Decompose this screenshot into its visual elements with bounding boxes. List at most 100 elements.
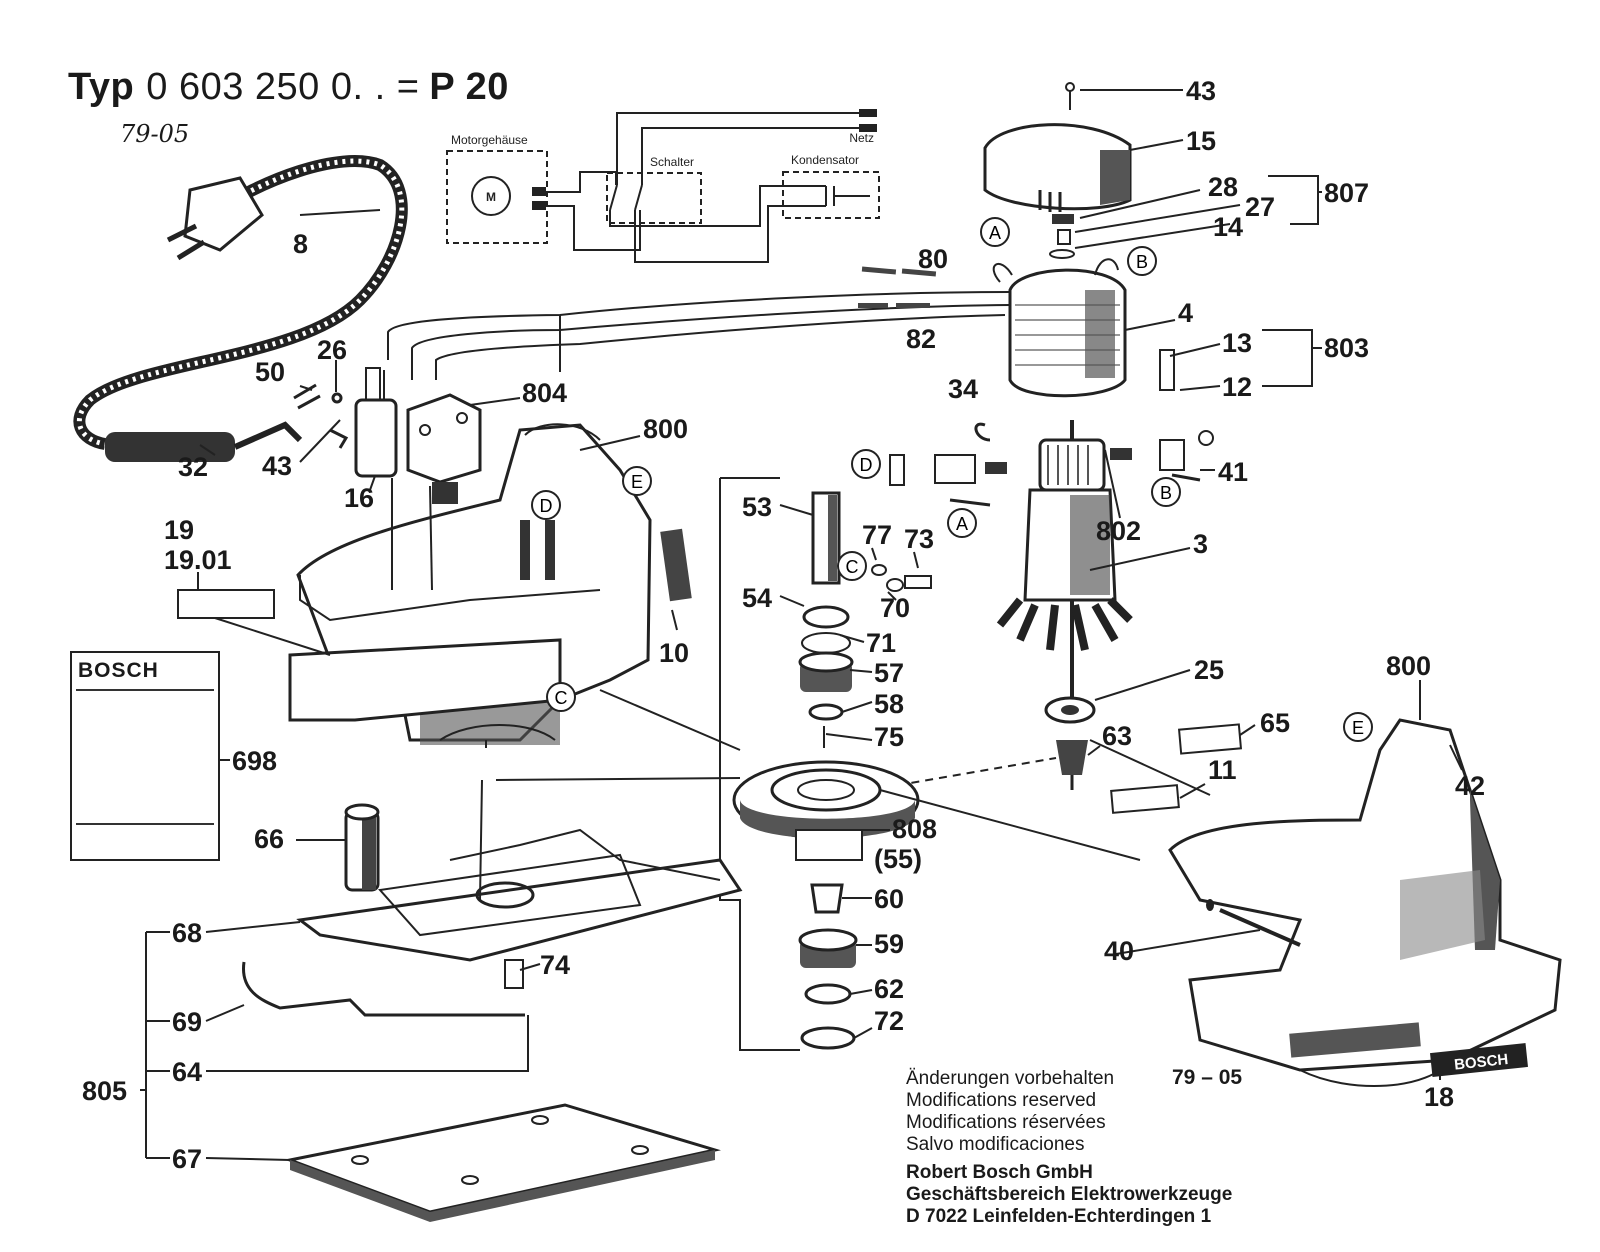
part-54: 54: [742, 583, 772, 613]
svg-text:E: E: [1352, 718, 1364, 738]
part-804: 804: [522, 378, 567, 408]
switch-box: [606, 172, 702, 224]
brush-parts: [1049, 214, 1075, 259]
part-65-block: [1177, 723, 1243, 755]
notice-french: Modifications réservées: [906, 1112, 1106, 1133]
part-43-left: 43: [262, 451, 292, 481]
bushing-66: [344, 803, 380, 892]
part-13: 13: [1222, 328, 1252, 358]
field-winding: [992, 258, 1127, 398]
part-70: 70: [880, 593, 910, 623]
marker-e-right: E: [1343, 712, 1373, 742]
company-address: D 7022 Leinfelden-Echterdingen 1: [906, 1206, 1212, 1227]
part-10: 10: [659, 638, 689, 668]
company-name: Robert Bosch GmbH: [906, 1162, 1093, 1183]
capacitor-label: Kondensator: [791, 153, 859, 167]
footer-date: 79 – 05: [1172, 1066, 1243, 1089]
motor-symbol: [471, 176, 511, 216]
handwritten-date: 79-05: [120, 120, 190, 148]
marker-d-right: D: [851, 449, 881, 479]
part-3: 3: [1193, 529, 1208, 559]
part-28: 28: [1208, 172, 1238, 202]
bearing-25: [1044, 696, 1096, 724]
part-58: 58: [874, 689, 904, 719]
brush-holder-left: [889, 422, 1007, 507]
part-72: 72: [874, 1006, 904, 1036]
company-division: Geschäftsbereich Elektrowerkzeuge: [906, 1184, 1233, 1205]
part-19-01: 19.01: [164, 545, 232, 575]
part-4: 4: [1178, 298, 1193, 328]
svg-text:A: A: [989, 223, 1001, 243]
model-name: P 20: [429, 66, 509, 108]
part-66: 66: [254, 824, 284, 854]
part-53: 53: [742, 492, 772, 522]
wiring-schematic: [446, 109, 880, 263]
power-cable: [73, 155, 408, 462]
sanding-pad: [284, 1103, 721, 1222]
part-8: 8: [293, 229, 308, 259]
part-43-top: 43: [1186, 76, 1216, 106]
part-41: 41: [1218, 457, 1248, 487]
brush-holder-right: [1110, 349, 1214, 482]
motor-housing-left: [288, 423, 652, 745]
manual-rule-bottom: [76, 823, 214, 825]
base-plate: [242, 828, 743, 1017]
part-25: 25: [1194, 655, 1224, 685]
part-19: 19: [164, 515, 194, 545]
fan-housing: [983, 82, 1132, 212]
part-69: 69: [172, 1007, 202, 1037]
part-805: 805: [82, 1076, 127, 1106]
part-803: 803: [1324, 333, 1369, 363]
part-59: 59: [874, 929, 904, 959]
notice-german: Änderungen vorbehalten: [906, 1068, 1115, 1089]
screw-77-73: [871, 564, 932, 592]
motor-housing-label: Motorgehäuse: [451, 133, 528, 147]
part-80: 80: [918, 244, 948, 274]
part-12: 12: [1222, 372, 1252, 402]
lead-sleeves: [858, 266, 937, 308]
capacitor-box: [782, 171, 880, 219]
cable-clamp: [293, 383, 349, 449]
part-34: 34: [948, 374, 978, 404]
part-67: 67: [172, 1144, 202, 1174]
manual-rule-top: [76, 689, 214, 691]
part-27: 27: [1245, 192, 1275, 222]
marker-c-left: C: [546, 682, 576, 712]
switch-label: Schalter: [650, 155, 694, 169]
part-number-labels: 43 15 28 27 807 14 80 82 4 13 803 12 34 …: [82, 76, 1485, 1174]
part-10-plate: [660, 528, 692, 602]
capacitor: [354, 367, 398, 478]
part-60: 60: [874, 884, 904, 914]
notice-spanish: Salvo modificaciones: [906, 1134, 1085, 1155]
marker-a-top: A: [980, 217, 1010, 247]
part-75: 75: [874, 722, 904, 752]
part-16: 16: [344, 483, 374, 513]
mains-label: Netz: [849, 131, 874, 145]
label-strip: [177, 589, 275, 619]
part-42: 42: [1455, 771, 1485, 801]
marker-d-left: D: [531, 490, 561, 520]
part-32: 32: [178, 452, 208, 482]
svg-text:C: C: [846, 557, 859, 577]
svg-text:C: C: [555, 688, 568, 708]
part-26: 26: [317, 335, 347, 365]
gear-stack-bracket: [719, 477, 800, 1051]
marker-b-top: B: [1127, 246, 1157, 276]
part-68: 68: [172, 918, 202, 948]
motor-letter: M: [486, 190, 496, 204]
gear-stack: [732, 491, 920, 1050]
svg-text:A: A: [956, 514, 968, 534]
part-800-left: 800: [643, 414, 688, 444]
operating-manual: BOSCH: [70, 651, 220, 861]
part-50: 50: [255, 357, 285, 387]
part-57: 57: [874, 658, 904, 688]
switch: [406, 393, 482, 504]
part-802: 802: [1096, 516, 1141, 546]
part-82: 82: [906, 324, 936, 354]
marker-b-lower: B: [1151, 477, 1181, 507]
spring-clip-69: [242, 961, 525, 1017]
part-800-right: 800: [1386, 651, 1431, 681]
housing-cover: [288, 638, 562, 722]
